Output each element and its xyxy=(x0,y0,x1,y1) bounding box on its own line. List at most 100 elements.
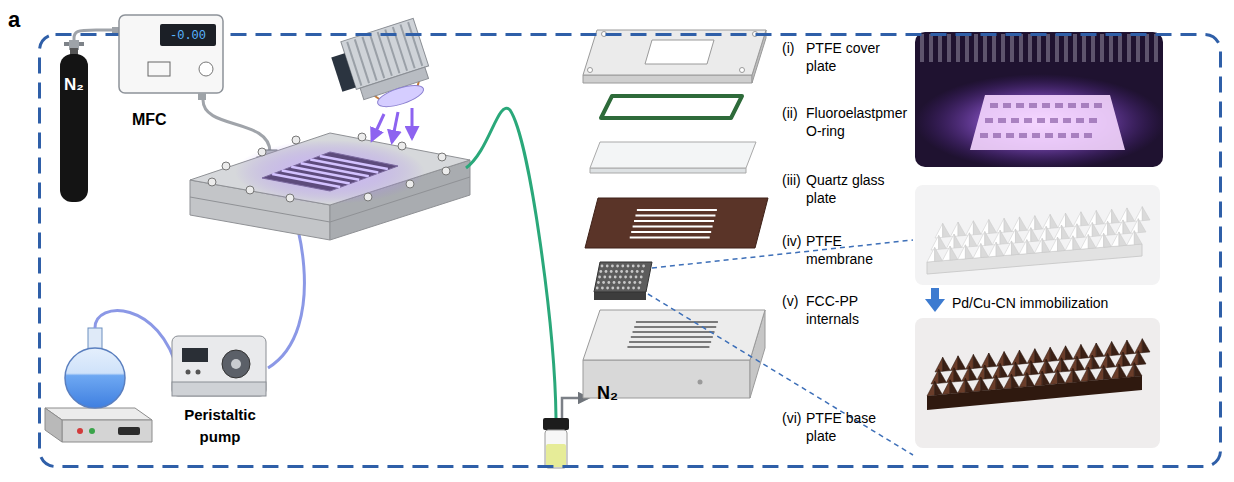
photo-channel xyxy=(1016,103,1024,108)
internals-cell xyxy=(601,287,604,290)
internals-cell xyxy=(613,281,616,284)
corrugation-face xyxy=(965,378,973,392)
corrugation-face xyxy=(1042,238,1050,252)
corrugation-face xyxy=(1077,224,1085,238)
reactor-window xyxy=(262,152,398,191)
internals-cell xyxy=(637,287,640,290)
internals-cell xyxy=(639,281,642,284)
part-number: (i) xyxy=(782,39,806,57)
corrugation-face xyxy=(1050,214,1058,228)
quartz-glass-plate xyxy=(590,142,756,168)
photo-channel xyxy=(1045,133,1053,138)
corrugation-face xyxy=(1096,233,1104,248)
internals-cell xyxy=(635,276,638,279)
corrugation-face xyxy=(1142,339,1150,353)
leader-line xyxy=(648,294,913,455)
internals-cell xyxy=(607,281,610,284)
device-base xyxy=(172,382,266,396)
microchannel-glow xyxy=(320,156,388,169)
uv-ray xyxy=(392,112,398,142)
internals-cell xyxy=(632,265,635,268)
corrugation-face xyxy=(939,235,947,249)
photo-channel xyxy=(985,118,993,123)
round-bottom-flask xyxy=(65,348,125,408)
peristaltic-pump: Peristaltic pump xyxy=(168,334,272,456)
part-label: Quartz glass plate xyxy=(806,171,898,207)
membrane-slot xyxy=(635,215,715,217)
corrugation-face xyxy=(1138,219,1146,233)
internals-cell xyxy=(614,276,617,279)
photo-heatsink-fin xyxy=(1082,34,1086,62)
part-label: PTFE base plate xyxy=(806,409,896,445)
corrugation-face xyxy=(1065,236,1073,251)
display-screen xyxy=(160,24,216,46)
photo-channel xyxy=(1050,118,1058,123)
corrugation-face xyxy=(1127,340,1135,354)
gas-cylinder-outline xyxy=(58,40,90,202)
part-number: (vi) xyxy=(782,409,806,427)
vial-liquid xyxy=(546,444,566,467)
internals-cell xyxy=(609,276,612,279)
internals-cell xyxy=(615,270,618,273)
photo-heatsink-fin xyxy=(1064,34,1068,62)
corrugation-face xyxy=(1088,367,1096,381)
collection-vial xyxy=(545,430,567,468)
photo-heatsink-fin xyxy=(1100,34,1104,62)
corrugation-face xyxy=(1108,221,1116,235)
pump-button xyxy=(196,370,201,375)
corrugation-face xyxy=(1042,371,1050,385)
part-number: (ii) xyxy=(782,104,806,122)
bolt-head xyxy=(208,178,216,186)
reactor-top-face xyxy=(190,133,470,205)
vial-cap xyxy=(543,418,569,430)
internals-cell xyxy=(636,270,639,273)
photo-channel xyxy=(1032,133,1040,138)
corrugation-face xyxy=(1035,349,1043,363)
internals-cell xyxy=(620,270,623,273)
part-label: PTFE membrane xyxy=(806,232,896,268)
device-knob xyxy=(199,62,213,76)
corrugation-face xyxy=(939,369,947,383)
gas-tube xyxy=(203,100,270,152)
internals-cell xyxy=(632,287,635,290)
dashed-frame xyxy=(40,35,1221,467)
stirrer-front xyxy=(62,420,152,442)
heatsink-fin xyxy=(408,22,422,66)
corrugation-face xyxy=(1096,211,1104,225)
internals-cell xyxy=(642,265,645,268)
liquid-tube xyxy=(95,311,178,372)
corrugation-face xyxy=(942,380,950,395)
photo-channel xyxy=(1003,103,1011,108)
corrugation-face xyxy=(1035,238,1043,253)
internals-cell xyxy=(631,270,634,273)
bolt-head xyxy=(364,193,372,201)
corrugation-face xyxy=(950,246,958,260)
internals-cell xyxy=(616,265,619,268)
heatsink-fin xyxy=(400,25,414,69)
corrugation-face xyxy=(1081,235,1089,250)
photo-bare-internals xyxy=(915,185,1160,285)
gas-name: N₂ xyxy=(58,72,90,97)
internals-cell xyxy=(599,270,602,273)
corrugation-face xyxy=(1000,364,1008,378)
outlet-port xyxy=(198,93,206,100)
corrugation-face xyxy=(954,368,962,382)
display-reading: -0.00 xyxy=(162,28,214,45)
corrugation-face xyxy=(943,357,951,371)
corrugation-face xyxy=(935,247,943,261)
corrugation-face xyxy=(969,366,977,380)
photo-channel xyxy=(1019,133,1027,138)
device-body xyxy=(172,336,266,396)
corrugation-face xyxy=(965,245,973,259)
figure-panel: aN₂-0.00MFCPeristaltic pump xyxy=(38,33,1222,468)
bolt-hole xyxy=(588,68,593,73)
membrane-slot xyxy=(633,226,713,228)
membrane-slot xyxy=(637,209,717,211)
bolt-head xyxy=(358,133,366,141)
corrugation-face xyxy=(950,380,958,394)
internals-cell xyxy=(602,281,605,284)
photo-heatsink-fin xyxy=(1127,34,1131,62)
corrugation-face xyxy=(954,234,962,248)
process-step: Pd/Cu-CN immobilization xyxy=(952,294,1152,312)
bolt-head xyxy=(442,167,450,175)
